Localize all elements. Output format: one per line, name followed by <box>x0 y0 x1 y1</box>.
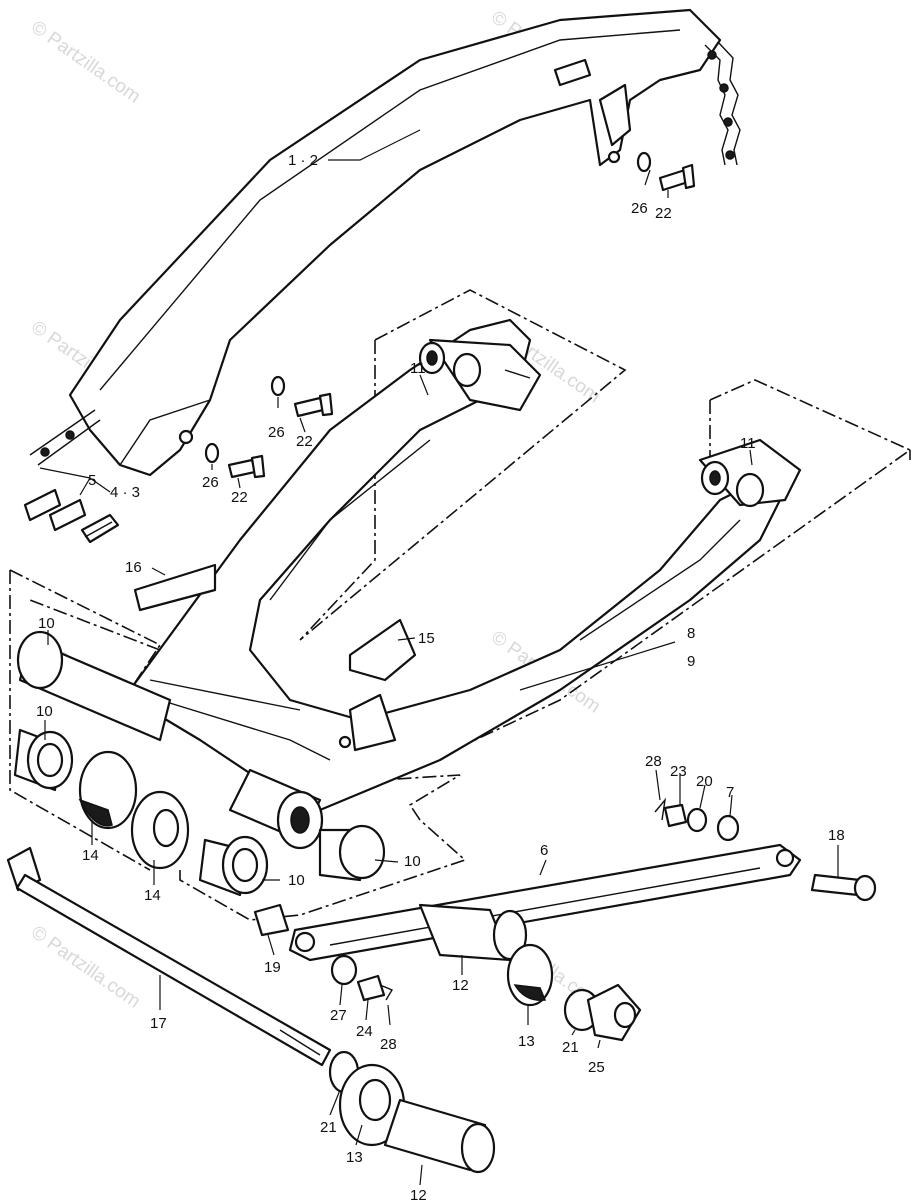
callout-6: 6 <box>540 842 548 859</box>
callout-12: 12 <box>410 1187 427 1200</box>
callout-23: 23 <box>670 763 687 780</box>
drive-chain <box>29 41 741 466</box>
callout-26: 26 <box>268 424 285 441</box>
bolts-and-washers <box>204 151 696 479</box>
callout-14: 14 <box>144 887 161 904</box>
callout-28: 28 <box>380 1036 397 1053</box>
watermark: © Partzilla.com <box>27 17 144 108</box>
fasteners <box>253 797 877 1094</box>
callout-26: 26 <box>202 474 219 491</box>
callout-5: 5 <box>88 472 96 489</box>
callout-8: 8 <box>687 625 695 642</box>
callout-27: 27 <box>330 1007 347 1024</box>
callout-21: 21 <box>562 1039 579 1056</box>
callout-22: 22 <box>655 205 672 222</box>
callout-10: 10 <box>404 853 421 870</box>
callout-28: 28 <box>645 753 662 770</box>
leader-lines <box>39 129 839 1186</box>
pivot-bushings <box>13 728 386 897</box>
assembly-outlines <box>9 289 912 921</box>
callout-10: 10 <box>288 872 305 889</box>
right-pivot-outline <box>709 400 911 480</box>
swing-arm <box>16 318 802 850</box>
callout-22: 22 <box>296 433 313 450</box>
callout-24: 24 <box>356 1023 373 1040</box>
pivot-bolt <box>6 846 496 1174</box>
callout-20: 20 <box>696 773 713 790</box>
callout-17: 17 <box>150 1015 167 1032</box>
callout-16: 16 <box>125 559 142 576</box>
emblem-plates <box>133 563 417 682</box>
upper-arm-outline <box>29 289 627 651</box>
callout-19: 19 <box>264 959 281 976</box>
callout-1-2: 1 · 2 <box>288 152 318 169</box>
callout-12: 12 <box>452 977 469 994</box>
callout-10: 10 <box>38 615 55 632</box>
callout-18: 18 <box>828 827 845 844</box>
callout-11: 11 <box>740 435 756 452</box>
callout-25: 25 <box>588 1059 605 1076</box>
swingarm-assembly-outline <box>9 379 912 921</box>
callout-13: 13 <box>518 1033 535 1050</box>
callout-13: 13 <box>346 1149 363 1166</box>
bushings-11 <box>418 341 765 508</box>
callout-11: 11 <box>410 360 426 377</box>
callout-21: 21 <box>320 1119 337 1136</box>
torque-link <box>288 843 802 1007</box>
chain-case <box>68 8 722 477</box>
callout-15: 15 <box>418 630 435 647</box>
callout-labels: 1 · 2 26 22 26 22 26 22 5 4 · 3 11 11 16… <box>36 152 845 1200</box>
callout-26: 26 <box>631 200 648 217</box>
master-link <box>23 488 120 544</box>
callout-7: 7 <box>726 784 734 801</box>
callout-4-3: 4 · 3 <box>110 484 140 501</box>
callout-22: 22 <box>231 489 248 506</box>
callout-10: 10 <box>36 703 53 720</box>
callout-9: 9 <box>687 653 695 670</box>
callout-14: 14 <box>82 847 99 864</box>
